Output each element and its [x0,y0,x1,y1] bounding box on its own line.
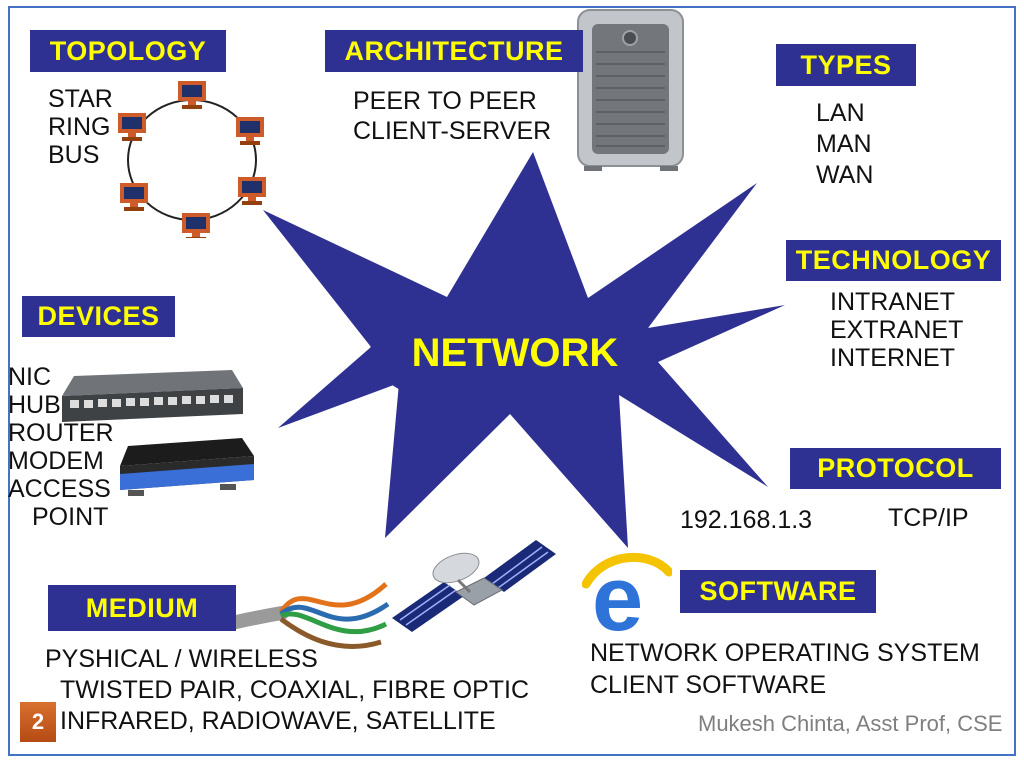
technology-item: INTERNET [830,344,955,372]
medium-item: TWISTED PAIR, COAXIAL, FIBRE OPTIC [60,676,530,704]
footer-credit: Mukesh Chinta, Asst Prof, CSE [698,711,1003,736]
technology-title: TECHNOLOGY [786,240,1001,281]
protocol-item: TCP/IP [888,504,969,532]
ring-topology-icon [118,81,266,238]
medium-title: MEDIUM [48,585,236,631]
topology-item: BUS [48,141,100,169]
devices-title: DEVICES [22,296,175,337]
medium-item: PYSHICAL / WIRELESS [45,645,318,673]
router-icon [120,438,254,496]
devices-item: HUB [8,391,61,419]
devices-item: ROUTER [8,419,114,447]
devices-item: POINT [32,503,109,531]
types-item: MAN [816,130,872,158]
technology-item: INTRANET [830,288,955,316]
devices-item: ACCESS [8,475,111,503]
devices-item: MODEM [8,447,104,475]
software-title: SOFTWARE [680,570,876,613]
types-title: TYPES [776,44,916,86]
software-item: CLIENT SOFTWARE [590,671,827,699]
topology-title: TOPOLOGY [30,30,226,72]
types-item: WAN [816,161,874,189]
architecture-item: PEER TO PEER [353,87,537,115]
medium-item: INFRARED, RADIOWAVE, SATELLITE [60,707,496,735]
topology-item: STAR [48,85,113,113]
server-tower-icon [577,9,684,171]
network-center-label: NETWORK [412,331,619,375]
topology-item: RING [48,113,111,141]
software-item: NETWORK OPERATING SYSTEM [590,639,980,667]
satellite-icon [392,540,556,632]
technology-item: EXTRANET [830,316,964,344]
network-switch-icon [62,370,243,422]
architecture-item: CLIENT-SERVER [353,117,552,145]
twisted-pair-cable-icon [236,582,390,649]
protocol-ip-address: 192.168.1.3 [680,506,813,534]
types-item: LAN [816,99,865,127]
devices-item: NIC [8,363,52,391]
architecture-title: ARCHITECTURE [325,30,583,72]
slide-number: 2 [20,702,56,742]
protocol-title: PROTOCOL [790,448,1001,489]
internet-explorer-icon: e [582,550,672,646]
